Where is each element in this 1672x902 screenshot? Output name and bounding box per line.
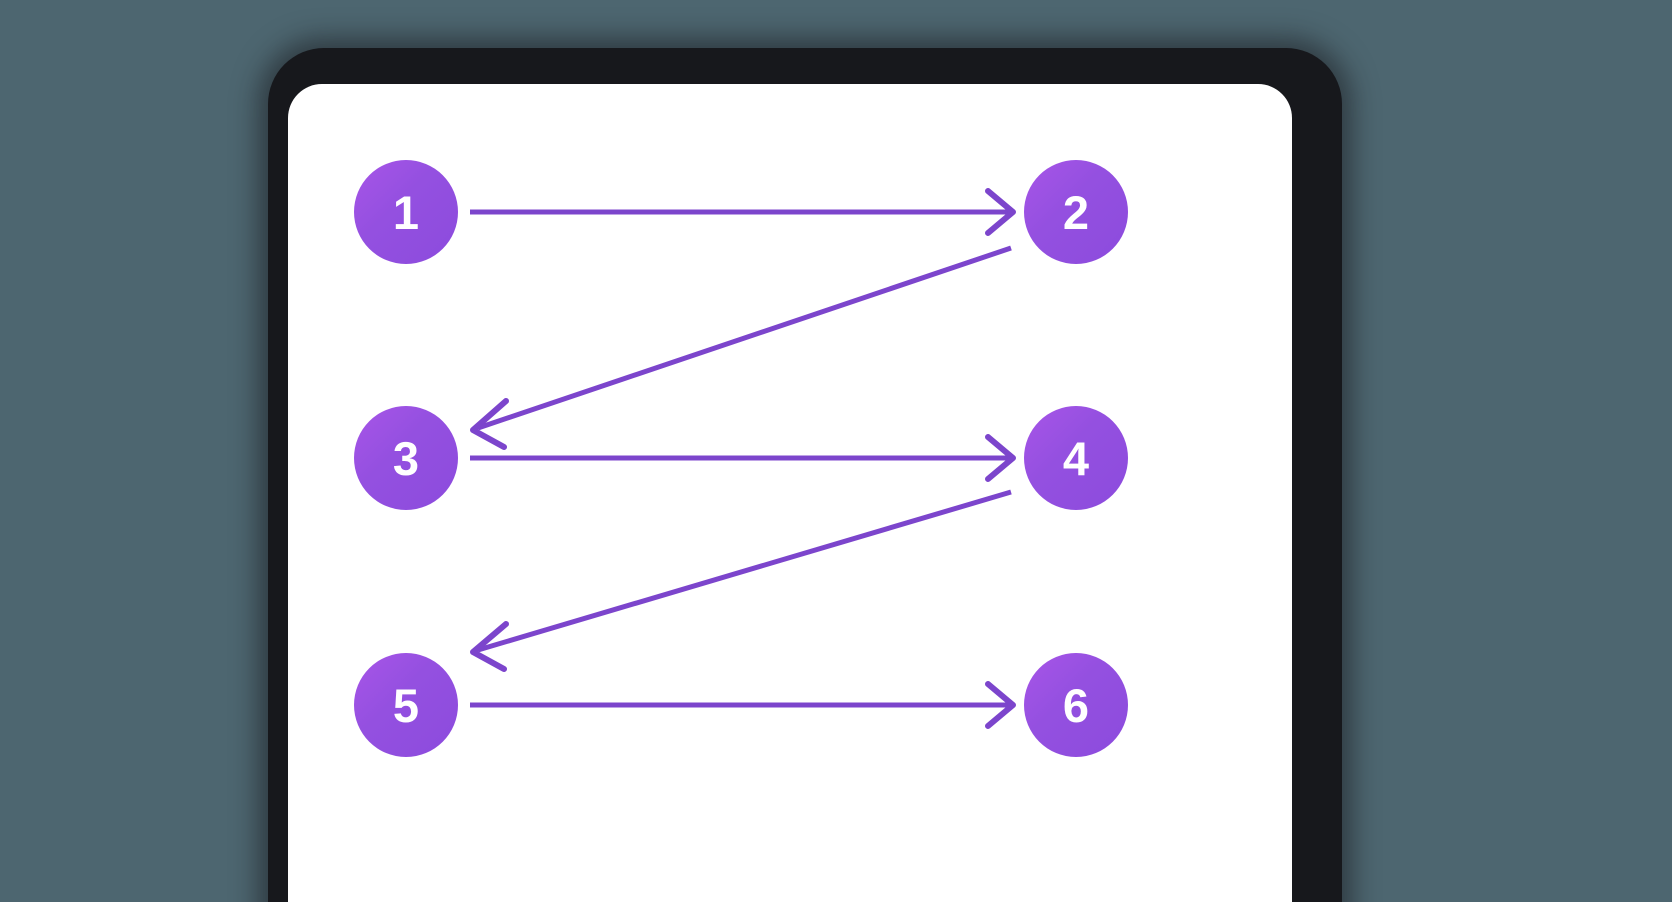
graph-node-label: 2 xyxy=(1062,185,1090,239)
graph-node-4[interactable]: 4 xyxy=(1024,406,1128,510)
graph-node-2[interactable]: 2 xyxy=(1024,160,1128,264)
graph-node-3[interactable]: 3 xyxy=(354,406,458,510)
graph-node-6[interactable]: 6 xyxy=(1024,653,1128,757)
graph-node-label: 6 xyxy=(1062,678,1090,732)
graph-node-label: 4 xyxy=(1062,431,1090,485)
graph-node-5[interactable]: 5 xyxy=(354,653,458,757)
graph-node-label: 5 xyxy=(392,678,420,732)
graph-node-label: 3 xyxy=(392,431,420,485)
graph-node-label: 1 xyxy=(392,185,420,239)
graph-node-1[interactable]: 1 xyxy=(354,160,458,264)
